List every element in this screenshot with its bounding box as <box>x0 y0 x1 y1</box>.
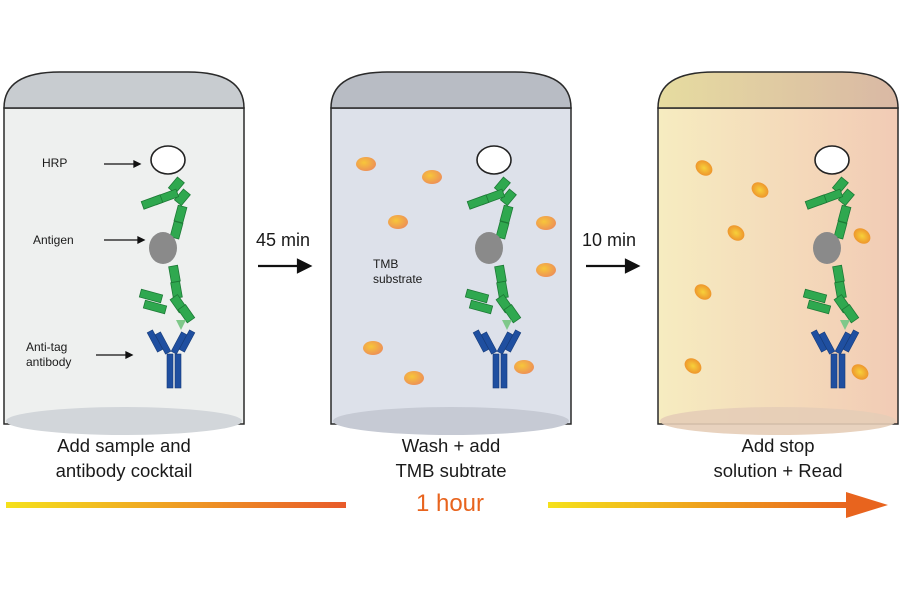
timeline-arrowhead <box>846 492 888 518</box>
well-body <box>330 107 572 425</box>
label-arrows <box>96 159 146 360</box>
tmb-label-line-1: TMB <box>373 257 399 271</box>
tmb-label-line-2: substrate <box>373 272 423 286</box>
step-arrow-2 <box>586 258 641 274</box>
panel-2-caption: Wash + add TMB subtrate <box>321 433 581 483</box>
well-bottom-shadow <box>333 407 569 435</box>
panel-2-caption-line-2: TMB subtrate <box>395 460 507 481</box>
anti-tag-label-line-1: Anti-tag <box>26 340 68 354</box>
total-duration-label: 1 hour <box>415 490 485 517</box>
timeline-right-segment <box>548 502 848 508</box>
well-bottom-shadow <box>6 407 242 435</box>
step-2-duration: 10 min <box>582 230 637 250</box>
well-cap <box>330 71 572 109</box>
panel-3-caption-line-1: Add stop <box>741 435 815 456</box>
well-panel-1 <box>3 71 245 435</box>
well-cap <box>3 71 245 109</box>
step-1-duration: 45 min <box>256 230 311 250</box>
well-bottom-shadow <box>660 407 896 435</box>
timeline-bar <box>6 492 888 518</box>
hrp-label: HRP <box>42 156 68 170</box>
anti-tag-antibody-label: Anti-tag antibody <box>26 340 71 370</box>
tmb-substrate-label: TMB substrate <box>373 257 422 287</box>
well-panel-2 <box>330 71 572 435</box>
antigen-label: Antigen <box>33 233 74 247</box>
panel-2-caption-line-1: Wash + add <box>401 435 501 456</box>
panel-1-caption: Add sample and antibody cocktail <box>0 433 254 483</box>
reacted-product-beads <box>684 160 871 380</box>
well-body <box>3 107 245 425</box>
tmb-substrate-beads <box>356 157 556 385</box>
timeline-left-segment <box>6 502 346 508</box>
panel-1-caption-line-1: Add sample and <box>57 435 191 456</box>
step-arrow-1 <box>258 258 313 274</box>
well-panel-3 <box>657 71 899 435</box>
panel-3-caption-line-2: solution + Read <box>713 460 843 481</box>
well-cap <box>657 71 899 109</box>
panel-1-caption-line-2: antibody cocktail <box>55 460 193 481</box>
panel-3-caption: Add stop solution + Read <box>648 433 900 483</box>
anti-tag-label-line-2: antibody <box>26 355 72 369</box>
